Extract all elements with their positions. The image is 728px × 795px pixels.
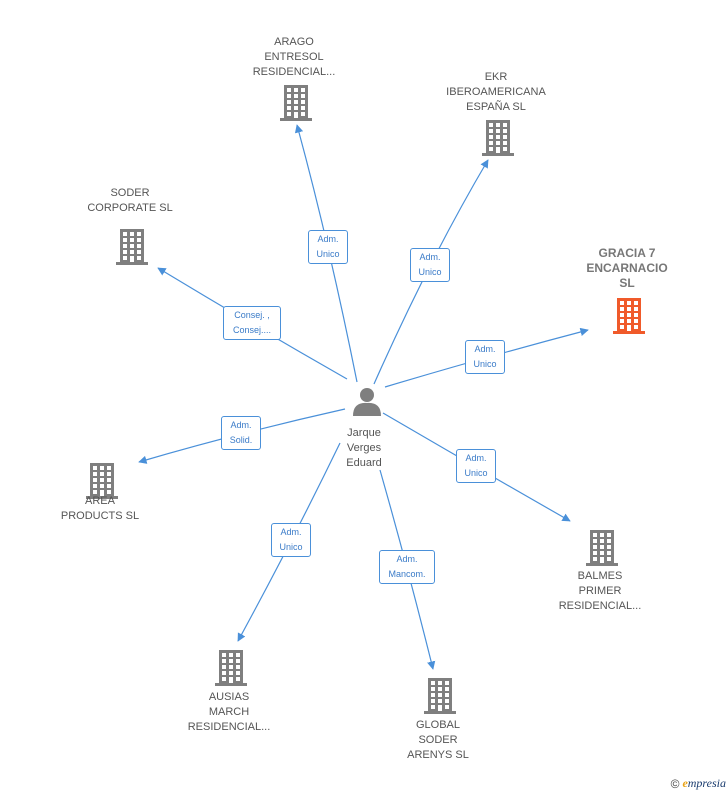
building-icon[interactable] (613, 298, 645, 334)
edge-label-balmes[interactable]: Adm. Unico (456, 449, 496, 483)
edge-label-gracia7[interactable]: Adm. Unico (465, 340, 505, 374)
company-label-soder-corporate[interactable]: SODER CORPORATE SL (87, 187, 173, 214)
edge-label-soder-corporate[interactable]: Consej. , Consej.... (223, 306, 281, 340)
company-label-ekr[interactable]: EKR IBEROAMERICANA ESPAÑA SL (446, 71, 546, 113)
building-icon[interactable] (86, 463, 118, 499)
person-label[interactable]: Jarque Verges Eduard (346, 427, 382, 469)
person-icon[interactable] (353, 388, 381, 416)
building-icon[interactable] (215, 650, 247, 686)
footer: © empresia (671, 776, 726, 791)
copyright-icon: © (670, 776, 680, 791)
company-label-ausias[interactable]: AUSIAS MARCH RESIDENCIAL... (187, 691, 271, 733)
company-label-area-products[interactable]: AREA PRODUCTS SL (60, 495, 140, 522)
edge-label-global-soder[interactable]: Adm. Mancom. (379, 550, 435, 584)
building-icon[interactable] (424, 678, 456, 714)
building-icon[interactable] (116, 229, 148, 265)
edge-label-ekr[interactable]: Adm. Unico (410, 248, 450, 282)
edge-label-area-products[interactable]: Adm. Solid. (221, 416, 261, 450)
edge-label-ausias[interactable]: Adm. Unico (271, 523, 311, 557)
building-icon[interactable] (482, 120, 514, 156)
company-label-global-soder[interactable]: GLOBAL SODER ARENYS SL (407, 719, 469, 761)
building-icon[interactable] (586, 530, 618, 566)
edge-label-arago[interactable]: Adm. Unico (308, 230, 348, 264)
company-label-arago[interactable]: ARAGO ENTRESOL RESIDENCIAL... (252, 36, 336, 78)
company-label-balmes[interactable]: BALMES PRIMER RESIDENCIAL... (558, 570, 642, 612)
empresia-logo[interactable]: empresia (682, 776, 726, 790)
company-label-gracia7[interactable]: GRACIA 7 ENCARNACIO SL (586, 246, 668, 290)
building-icon[interactable] (280, 85, 312, 121)
